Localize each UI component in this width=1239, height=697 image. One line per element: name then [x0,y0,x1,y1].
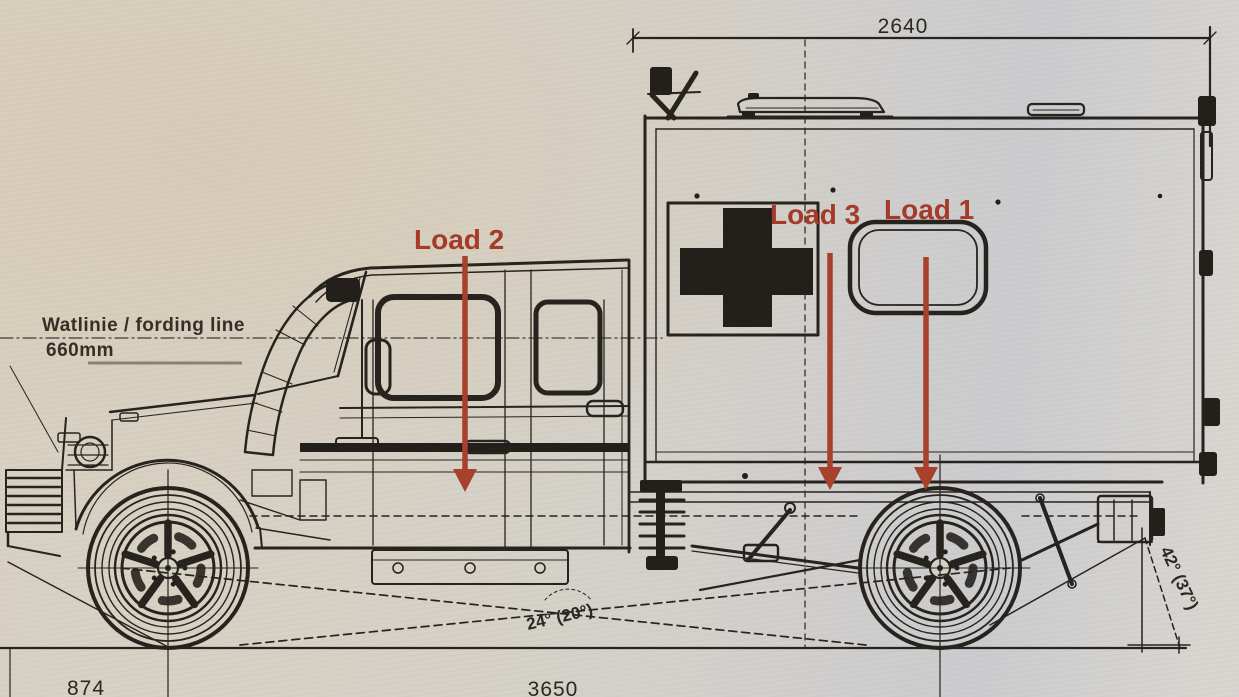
load3-label: Load 3 [770,199,860,230]
box-body [643,67,1220,485]
dimension-top [626,25,1217,148]
departure-angle-label: 42° (37°) [1156,544,1202,613]
approach-angle-line [7,561,171,649]
breakover-angle-label: 24° (20°) [525,600,595,634]
turn-indicator [57,432,81,443]
fording-line-label: Watlinie / fording line [42,315,245,336]
dim-wheelbase-label: 3650 [528,678,579,697]
side-mirror [335,299,392,452]
suspension-mid [638,480,796,570]
medical-cross-panel [666,201,820,337]
roof-equipment [647,67,1086,121]
headlight [73,435,107,469]
departure-angle-lines [989,527,1191,654]
chassis [249,480,1165,592]
load1-arrow [914,257,938,490]
load2-arrow [453,256,477,492]
load3-arrow [818,253,842,490]
rear-door-window [533,299,603,396]
rear-hinges [1198,96,1220,476]
snorkel [243,278,360,457]
dim-top-label: 2640 [878,15,929,38]
fording-line [0,337,663,453]
rear-frame [1020,493,1165,589]
engine-bay-detail [239,469,331,541]
dim-front-overhang-label: 874 [67,677,105,697]
rear-door-handle [585,399,625,418]
medical-cross-icon [680,208,813,327]
load-arrows [453,253,938,492]
front-wheel-arch [74,458,260,531]
datum-lines [0,39,1188,697]
fuel-tank [371,549,569,585]
front-bumper [5,469,63,557]
cab [108,258,632,554]
fording-height-label: 660mm [46,340,114,361]
breakover-angle-lines [119,567,1011,646]
load1-label: Load 1 [884,194,974,225]
load2-label: Load 2 [414,224,504,255]
front-end [5,417,331,557]
front-door-window [375,294,501,401]
box-window [847,219,989,316]
